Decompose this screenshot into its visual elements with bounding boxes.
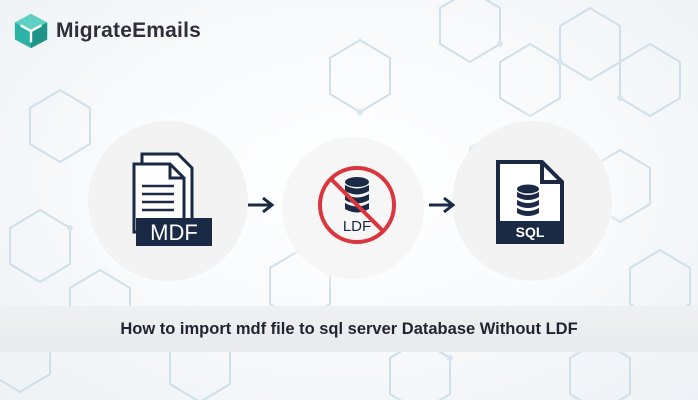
sql-label: SQL	[516, 224, 545, 240]
ldf-database-blocked-icon: LDF	[318, 166, 396, 244]
brand-name: MigrateEmails	[56, 19, 201, 42]
arrow-right-icon	[248, 196, 275, 214]
mdf-file-icon: MDF	[132, 152, 212, 246]
caption-title: How to import mdf file to sql server Dat…	[120, 319, 578, 338]
ldf-label: LDF	[343, 218, 371, 235]
logo-cube-icon	[14, 13, 48, 49]
sql-file-icon: SQL	[496, 160, 564, 244]
arrow-right-icon	[429, 196, 456, 214]
mdf-label: MDF	[150, 220, 198, 245]
caption-bar: How to import mdf file to sql server Dat…	[0, 306, 698, 352]
brand-logo: MigrateEmails	[12, 12, 201, 50]
